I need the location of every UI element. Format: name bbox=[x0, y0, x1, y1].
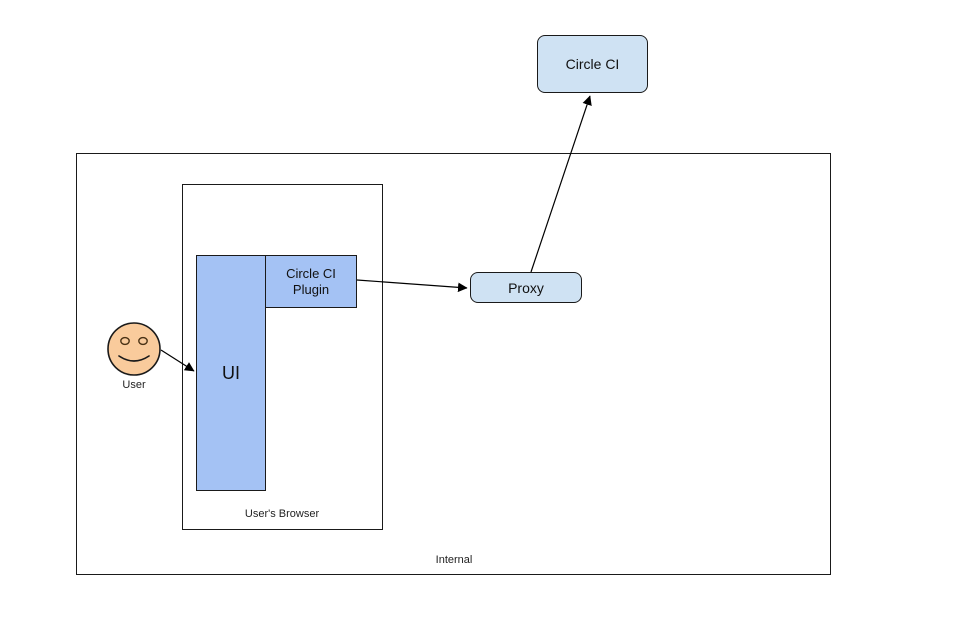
node-circleci-plugin: Circle CI Plugin bbox=[265, 255, 357, 308]
user-label: User bbox=[122, 379, 146, 391]
node-circleci-plugin-label-line1: Circle CI bbox=[286, 265, 336, 281]
node-circleci-plugin-label-line2: Plugin bbox=[292, 281, 330, 297]
node-ui-label: UI bbox=[222, 362, 240, 383]
internal-label: Internal bbox=[435, 554, 473, 566]
node-proxy: Proxy bbox=[470, 272, 582, 303]
users-browser-label: User's Browser bbox=[244, 508, 320, 520]
node-proxy-label: Proxy bbox=[508, 279, 544, 296]
node-ui: UI bbox=[196, 255, 266, 491]
node-circleci-label: Circle CI bbox=[565, 56, 620, 72]
node-circleci: Circle CI bbox=[537, 35, 648, 93]
